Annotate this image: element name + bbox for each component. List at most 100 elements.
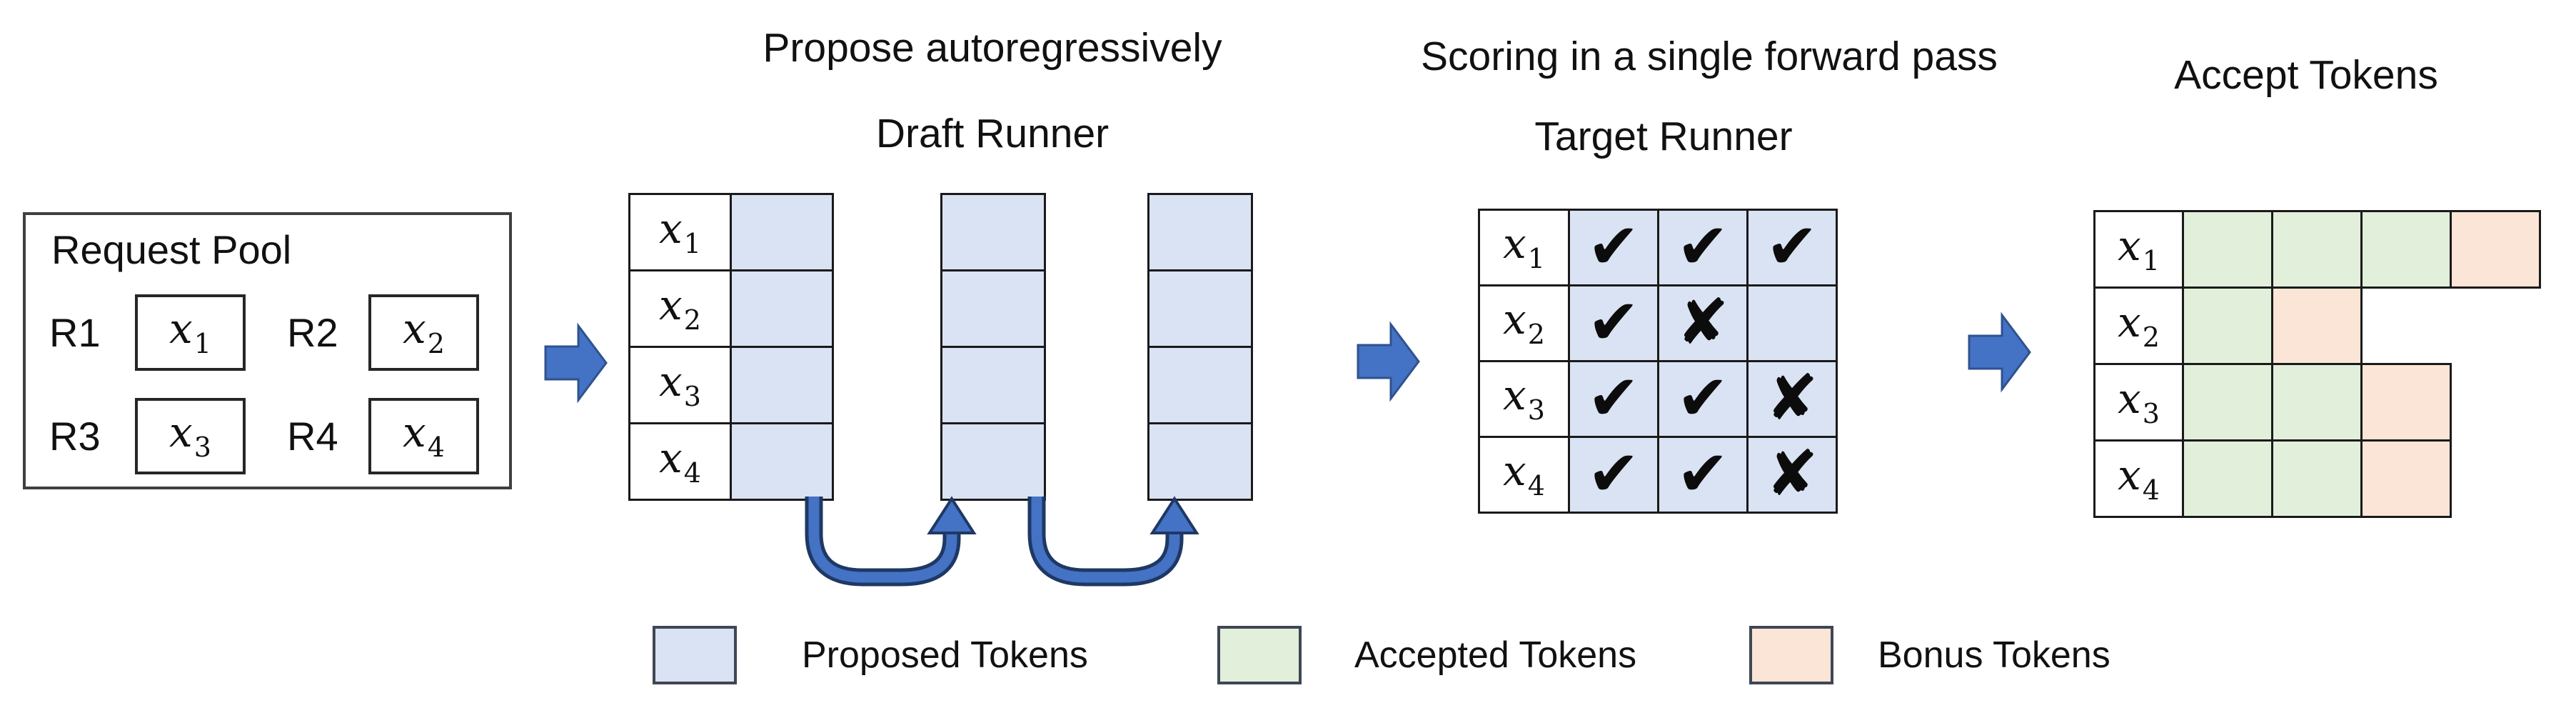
proposed-token-cell [730,422,834,501]
legend-swatch-accepted [1217,626,1302,684]
proposed-token-cell [940,422,1046,501]
bonus-token-cell [2450,210,2541,289]
request-token-box: x3 [135,398,246,474]
score-cell: ✘ [1746,360,1838,438]
legend-label: Proposed Tokens [802,634,1088,676]
score-cell: ✔ [1568,436,1659,514]
score-cell: ✔ [1568,284,1659,362]
token-label: x3 [1503,371,1545,426]
score-cell [1746,284,1838,362]
token-label: x2 [1503,295,1545,350]
accept-tokens-heading: Accept Tokens [2174,52,2438,98]
accepted-token-cell [2271,439,2363,518]
row-label-cell: x1 [628,193,732,271]
token-label: x3 [169,408,211,463]
accepted-token-cell [2182,286,2273,365]
target-runner-heading: Scoring in a single forward pass [1421,34,1998,79]
proposed-token-cell [730,346,834,424]
request-token-box: x1 [135,294,246,371]
proposed-token-cell [940,269,1046,348]
accepted-token-cell [2182,210,2273,289]
check-icon: ✔ [1587,284,1640,359]
accepted-token-cell [2360,210,2452,289]
row-label-cell: x1 [1478,209,1570,286]
proposed-token-cell [1147,193,1253,271]
request-id-label: R2 [287,310,338,355]
row-label-cell: x2 [1478,284,1570,362]
cross-icon: ✘ [1676,284,1729,359]
score-cell: ✔ [1568,360,1659,438]
proposed-token-cell [940,346,1046,424]
bonus-token-cell [2271,286,2363,365]
row-label-cell: x3 [2093,363,2184,442]
token-label: x1 [2118,221,2160,276]
accepted-token-cell [2182,439,2273,518]
token-label: x3 [659,357,701,412]
legend-label: Accepted Tokens [1354,634,1637,676]
token-label: x1 [659,204,701,259]
autoregressive-loop-arrows [805,496,1199,587]
cross-icon: ✘ [1766,436,1818,510]
token-label: x4 [659,433,701,489]
request-id-label: R4 [287,414,338,459]
check-icon: ✔ [1587,209,1640,283]
token-label: x4 [1503,447,1545,502]
proposed-token-cell [1147,269,1253,348]
check-icon: ✔ [1587,360,1640,434]
row-label-cell: x2 [2093,286,2184,365]
score-cell: ✘ [1746,436,1838,514]
row-label-cell: x4 [628,422,732,501]
token-label: x3 [2118,374,2160,429]
proposed-token-cell [1147,422,1253,501]
score-cell: ✔ [1568,209,1659,286]
token-label: x1 [169,304,211,359]
request-token-box: x2 [368,294,479,371]
token-label: x2 [403,304,445,359]
check-icon: ✔ [1587,436,1640,510]
check-icon: ✔ [1676,436,1729,510]
row-label-cell: x3 [1478,360,1570,438]
row-label-cell: x4 [2093,439,2184,518]
token-label: x1 [1503,219,1545,274]
request-token-box: x4 [368,398,479,474]
check-icon: ✔ [1676,360,1729,434]
score-cell: ✔ [1657,209,1749,286]
draft-runner-subheading: Draft Runner [875,111,1110,156]
flow-arrow-icon [1357,321,1420,402]
proposed-token-cell [730,193,834,271]
score-cell: ✔ [1657,436,1749,514]
flow-arrow-icon [1968,311,2031,393]
token-label: x4 [2118,450,2160,506]
check-icon: ✔ [1766,209,1818,283]
token-label: x4 [403,408,445,463]
target-runner-subheading: Target Runner [1534,114,1793,159]
proposed-token-cell [1147,346,1253,424]
loop-arrow-icon [805,496,977,587]
accepted-token-cell [2271,210,2363,289]
proposed-token-cell [940,193,1046,271]
draft-runner-heading: Propose autoregressively [763,25,1222,71]
token-label: x2 [2118,297,2160,353]
request-id-label: R3 [49,414,101,459]
row-label-cell: x3 [628,346,732,424]
row-label-cell: x1 [2093,210,2184,289]
score-cell: ✔ [1746,209,1838,286]
legend-label: Bonus Tokens [1878,634,2110,676]
legend-swatch-bonus [1749,626,1833,684]
check-icon: ✔ [1676,209,1729,283]
row-label-cell: x2 [628,269,732,348]
row-label-cell: x4 [1478,436,1570,514]
score-cell: ✔ [1657,360,1749,438]
request-id-label: R1 [49,310,101,355]
accepted-token-cell [2271,363,2363,442]
loop-arrow-icon [1027,496,1199,587]
bonus-token-cell [2360,363,2452,442]
cross-icon: ✘ [1766,360,1818,434]
legend-swatch-proposed [653,626,737,684]
accepted-token-cell [2182,363,2273,442]
flow-arrow-icon [544,322,608,404]
bonus-token-cell [2360,439,2452,518]
score-cell: ✘ [1657,284,1749,362]
request-pool-title: Request Pool [51,227,292,272]
